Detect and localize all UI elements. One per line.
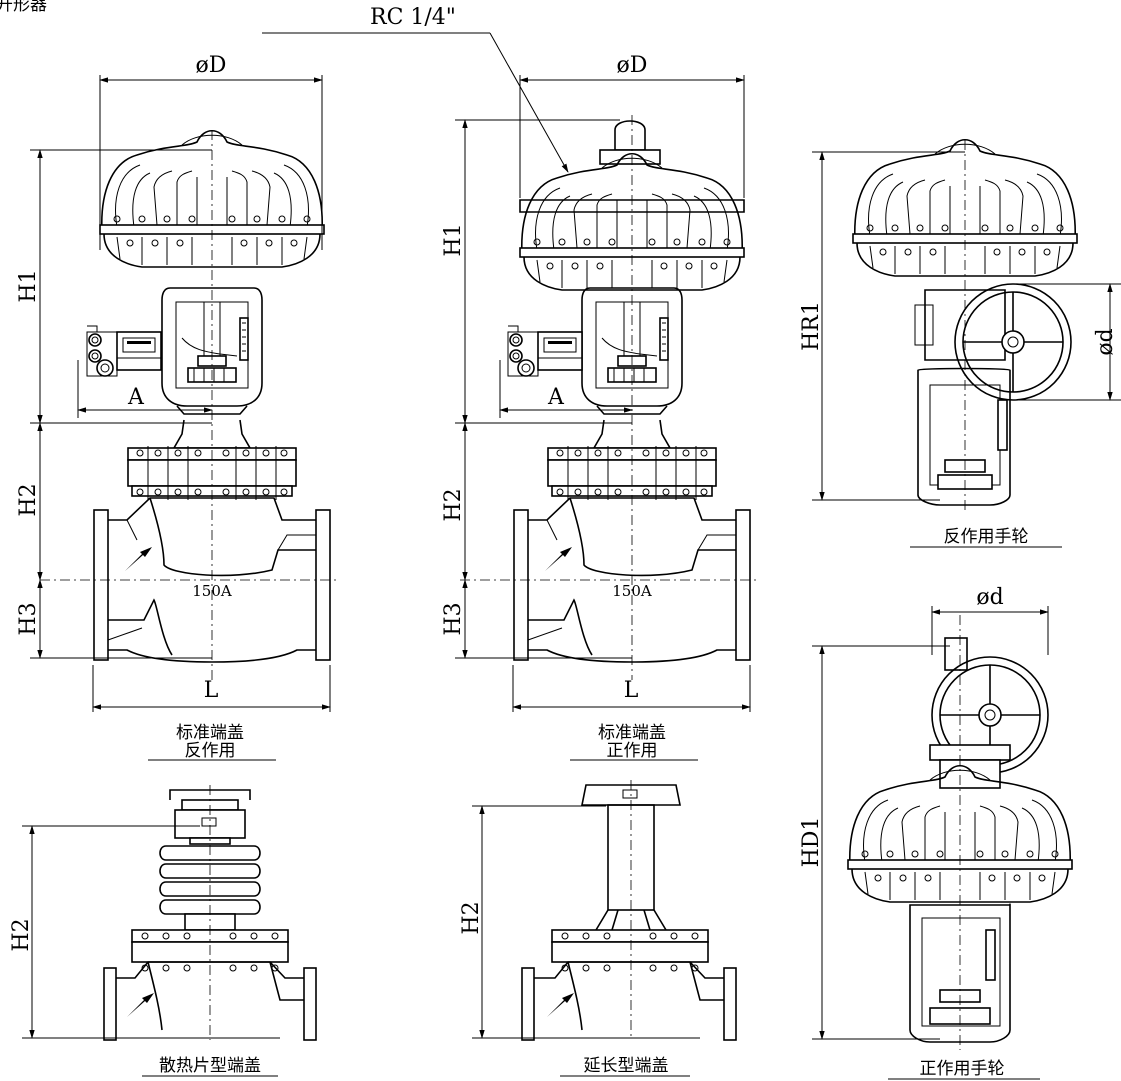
phid-label-direct: ød [976, 585, 1003, 610]
std-reverse-assembly [40, 129, 340, 680]
H3-label-left: H3 [16, 602, 41, 635]
H3-label-middle: H3 [441, 602, 466, 635]
caption-extended-bonnet: 延长型端盖 [584, 1056, 669, 1076]
A-label-middle: A [547, 385, 565, 410]
caption-std-direct-2: 正作用 [607, 741, 658, 761]
size-label-left: 150A [192, 582, 232, 600]
caption-std-reverse-1: 标准端盖 [176, 723, 244, 743]
H1-label-left: H1 [16, 269, 41, 302]
H1-label-middle: H1 [441, 223, 466, 256]
reverse-handwheel-dimensions [812, 151, 1121, 548]
caption-reverse-handwheel: 反作用手轮 [944, 527, 1029, 547]
HR1-label: HR1 [799, 301, 824, 351]
direct-handwheel-assembly [847, 615, 1073, 1050]
rc-label: RC 1/4" [370, 5, 456, 30]
reverse-handwheel-assembly [852, 138, 1078, 510]
H2-label-extended: H2 [459, 901, 484, 934]
H2-label-radiator: H2 [9, 918, 34, 951]
H2-label-left: H2 [16, 483, 41, 516]
radiator-bonnet-assembly [103, 785, 317, 1041]
phiD-label-left: øD [196, 53, 227, 78]
caption-std-direct-1: 标准端盖 [598, 723, 666, 743]
caption-std-reverse-2: 反作用 [185, 741, 236, 761]
radiator-bonnet-dimensions [22, 825, 280, 1077]
std-reverse-dimensions [30, 75, 331, 761]
extended-bonnet-dimensions [472, 805, 700, 1077]
extended-bonnet-assembly [521, 780, 737, 1041]
phid-label-reverse: ød [1093, 328, 1118, 355]
caption-direct-handwheel: 正作用手轮 [920, 1059, 1005, 1079]
phiD-label-middle: øD [617, 53, 648, 78]
direct-handwheel-dimensions [812, 606, 1049, 1080]
caption-radiator-bonnet: 散热片型端盖 [159, 1056, 261, 1076]
H2-label-middle: H2 [441, 488, 466, 521]
header-partial-text: 开形器 [0, 0, 47, 15]
std-direct-assembly [460, 115, 760, 680]
size-label-middle: 150A [612, 582, 652, 600]
HD1-label: HD1 [799, 817, 824, 868]
std-direct-dimensions [262, 32, 751, 761]
A-label-left: A [127, 385, 145, 410]
L-label-left: L [204, 678, 219, 703]
L-label-middle: L [624, 678, 639, 703]
